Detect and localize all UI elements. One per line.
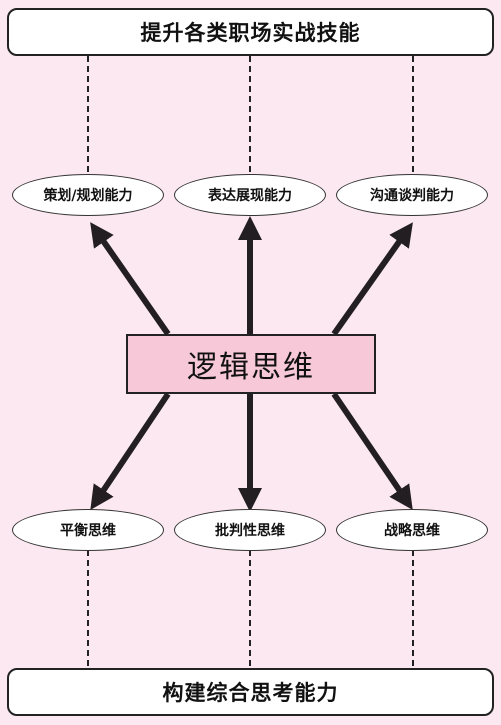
skill-oval-top-middle: 表达展现能力 — [174, 174, 326, 216]
header-bar: 提升各类职场实战技能 — [7, 8, 494, 56]
header-title: 提升各类职场实战技能 — [140, 21, 361, 45]
thinking-label: 批判性思维 — [215, 523, 285, 539]
skill-label: 沟通谈判能力 — [370, 188, 454, 204]
skill-label: 表达展现能力 — [208, 188, 292, 204]
skill-label: 策划/规划能力 — [43, 188, 133, 204]
thinking-label: 战略思维 — [384, 523, 440, 539]
footer-title: 构建综合思考能力 — [162, 681, 339, 705]
arrow-to-bottom-right — [331, 392, 413, 510]
skill-oval-top-left: 策划/规划能力 — [12, 174, 164, 216]
thinking-label: 平衡思维 — [60, 523, 116, 539]
arrow-to-top-left — [90, 222, 171, 336]
arrow-to-top-right — [331, 222, 413, 336]
center-label: 逻辑思维 — [187, 350, 315, 385]
center-box: 逻辑思维 — [126, 334, 376, 394]
skill-oval-top-right: 沟通谈判能力 — [336, 174, 488, 216]
thinking-oval-bottom-middle: 批判性思维 — [174, 509, 326, 551]
thinking-oval-bottom-right: 战略思维 — [336, 509, 488, 551]
footer-bar: 构建综合思考能力 — [7, 668, 494, 716]
thinking-oval-bottom-left: 平衡思维 — [12, 509, 164, 551]
arrow-to-bottom-left — [90, 392, 171, 510]
